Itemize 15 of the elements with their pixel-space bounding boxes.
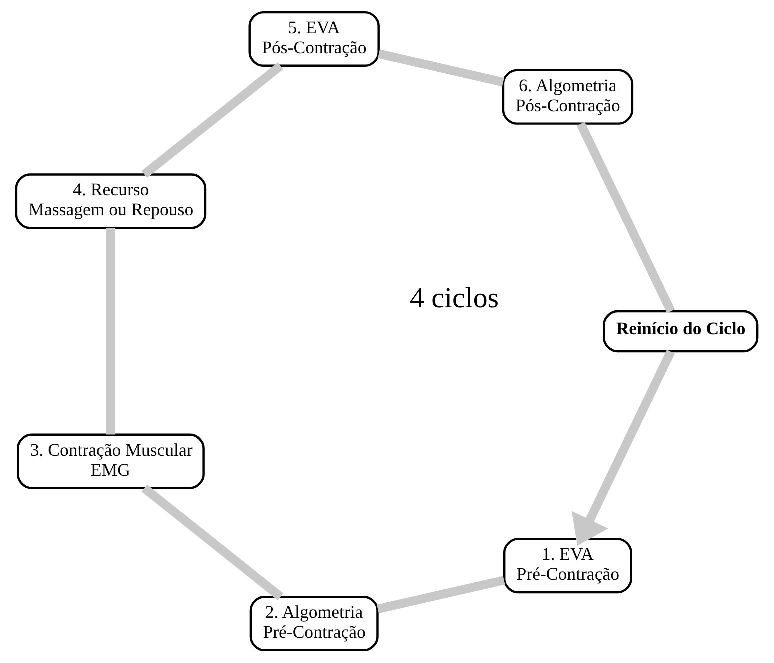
node-box: 5. EVA Pós-Contração: [248, 11, 380, 68]
connector: [106, 228, 116, 435]
connector: [576, 122, 676, 314]
label: 4 ciclos: [410, 282, 500, 314]
node-box: 6. Algometria Pós-Contração: [502, 69, 634, 125]
node-box: 2. Algometria Pré-Contração: [250, 596, 379, 652]
node-box: 3. Contração Muscular EMG: [17, 434, 205, 490]
connector: [377, 576, 506, 614]
connector: [142, 484, 284, 600]
node-box: Reinício do Ciclo: [603, 310, 759, 353]
node-box: 1. EVA Pré-Contração: [503, 538, 632, 594]
connector: [378, 50, 504, 87]
node-box: 4. Recurso Massagem ou Repouso: [15, 174, 207, 230]
arrow: [572, 350, 676, 546]
connector: [142, 62, 284, 178]
